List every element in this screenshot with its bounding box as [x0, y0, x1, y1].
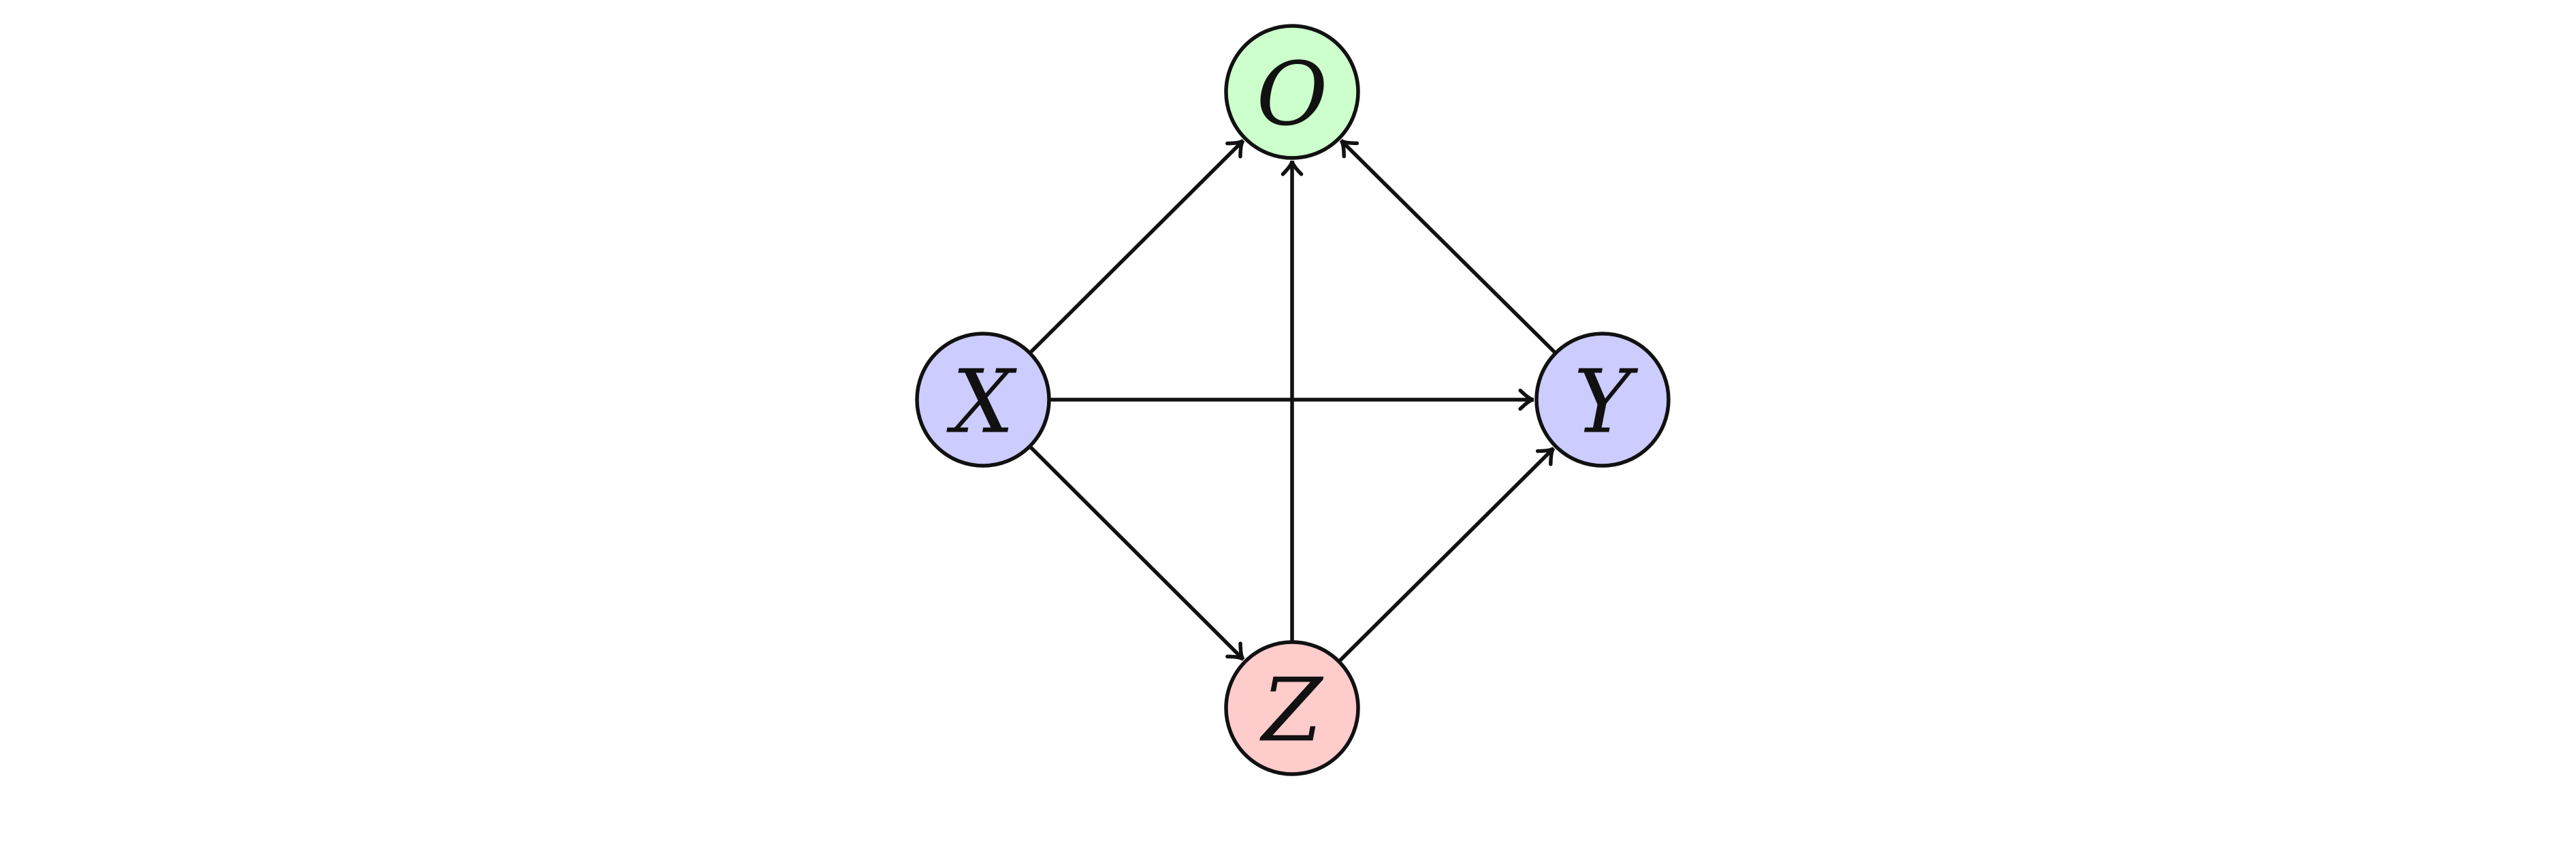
node-label: X — [946, 352, 1017, 453]
edge-line — [1337, 447, 1556, 663]
node-label: Z — [1259, 660, 1324, 762]
edge-line — [1028, 139, 1245, 355]
arrowhead — [1518, 388, 1534, 411]
node-y: Y — [1534, 332, 1671, 468]
node-label: O — [1257, 44, 1328, 146]
edges-layer — [1028, 138, 1558, 663]
node-circle — [1534, 332, 1671, 468]
edge-line — [1028, 445, 1245, 661]
node-circle — [915, 332, 1051, 468]
arrowhead — [1281, 160, 1304, 176]
node-z: Z — [1224, 640, 1360, 776]
node-x: X — [915, 332, 1051, 468]
node-circle — [1224, 640, 1360, 776]
nodes-layer: O X Y Z — [915, 24, 1671, 776]
edge-x-to-z — [1028, 445, 1245, 661]
edge-z-to-y — [1337, 447, 1556, 663]
node-circle — [1224, 24, 1360, 160]
arrowhead — [1225, 641, 1245, 661]
arrowhead — [1225, 139, 1245, 159]
edge-x-to-o — [1028, 139, 1245, 355]
edge-z-to-o — [1281, 160, 1304, 642]
edge-y-to-o — [1339, 138, 1558, 355]
edge-line — [1339, 139, 1558, 355]
node-o: O — [1224, 24, 1360, 160]
node-label: Y — [1574, 352, 1639, 453]
